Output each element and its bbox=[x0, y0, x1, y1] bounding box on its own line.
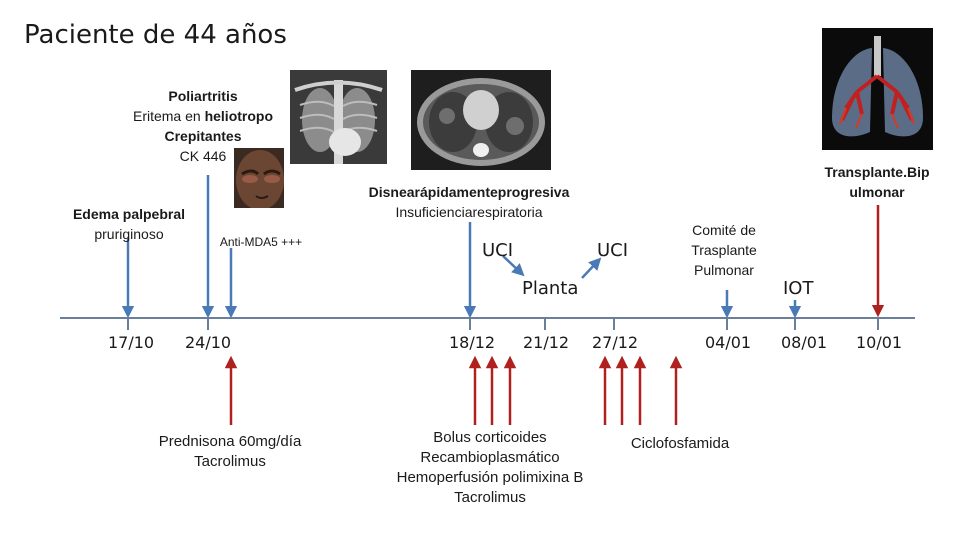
location-planta: Planta bbox=[522, 278, 579, 299]
treatment-2: Bolus corticoides Recambioplasmático Hem… bbox=[375, 428, 605, 508]
date-label: 21/12 bbox=[523, 333, 570, 352]
date-label: 17/10 bbox=[108, 333, 155, 352]
transplant-line-2: ulmonar bbox=[849, 184, 905, 200]
respiratory-line-2: Insuficienciarespiratoria bbox=[395, 204, 543, 220]
treatment-2-line-3: Hemoperfusión polimixina B bbox=[396, 469, 584, 486]
location-uci-1: UCI bbox=[482, 240, 514, 261]
date-label: 27/12 bbox=[592, 333, 639, 352]
committee-label: Comité de Trasplante Pulmonar bbox=[672, 220, 776, 280]
respiratory-label: Disnearápidamenteprogresiva Insuficienci… bbox=[345, 182, 593, 222]
timeline-ticks bbox=[127, 318, 879, 330]
location-iot: IOT bbox=[783, 278, 814, 299]
treatment-2-line-1: Bolus corticoides bbox=[433, 429, 547, 446]
clinical-findings: Poliartritis Eritema en heliotropo Crepi… bbox=[110, 86, 296, 166]
treatment-2-line-2: Recambioplasmático bbox=[420, 449, 560, 466]
arrow-planta-uci bbox=[581, 257, 602, 279]
page-title: Paciente de 44 años bbox=[24, 20, 287, 50]
respiratory-line-1: Disnearápidamenteprogresiva bbox=[368, 184, 570, 200]
clinical-line-1: Poliartritis bbox=[168, 88, 238, 104]
date-label: 10/01 bbox=[856, 333, 903, 352]
committee-line-3: Pulmonar bbox=[694, 262, 754, 278]
edema-line-1: Edema palpebral bbox=[72, 206, 186, 222]
clinical-line-4: CK 446 bbox=[179, 148, 227, 164]
date-label: 18/12 bbox=[449, 333, 496, 352]
treatment-1-line-2: Tacrolimus bbox=[194, 453, 266, 470]
edema-line-2: pruriginoso bbox=[94, 226, 164, 242]
clinical-line-2a: Eritema en bbox=[132, 108, 205, 124]
date-label: 08/01 bbox=[781, 333, 828, 352]
location-uci-2: UCI bbox=[597, 240, 629, 261]
transplant-line-1: Transplante.Bip bbox=[824, 164, 930, 180]
date-label: 24/10 bbox=[185, 333, 232, 352]
treatment-1-line-1: Prednisona 60mg/día bbox=[158, 433, 302, 450]
lungs-illustration-image bbox=[822, 28, 933, 150]
ct-scan-image bbox=[411, 70, 551, 170]
clinical-line-3: Crepitantes bbox=[164, 128, 242, 144]
arrow-uci-planta bbox=[502, 255, 525, 277]
committee-line-1: Comité de bbox=[692, 222, 756, 238]
date-label: 04/01 bbox=[705, 333, 752, 352]
treatment-2-line-4: Tacrolimus bbox=[454, 489, 526, 506]
clinical-line-2b: heliotropo bbox=[204, 108, 274, 124]
treatment-3: Ciclofosfamida bbox=[630, 435, 730, 452]
treatment-1: Prednisona 60mg/día Tacrolimus bbox=[140, 432, 320, 472]
chest-xray-image bbox=[290, 70, 387, 164]
antibody-label: Anti-MDA5 +++ bbox=[219, 235, 303, 249]
committee-line-2: Trasplante bbox=[691, 242, 757, 258]
edema-label: Edema palpebral pruriginoso bbox=[56, 204, 202, 244]
face-photo-image bbox=[234, 148, 284, 208]
clinical-line-2: Eritema en heliotropo bbox=[110, 106, 296, 126]
transplant-label: Transplante.Bip ulmonar bbox=[808, 162, 946, 202]
